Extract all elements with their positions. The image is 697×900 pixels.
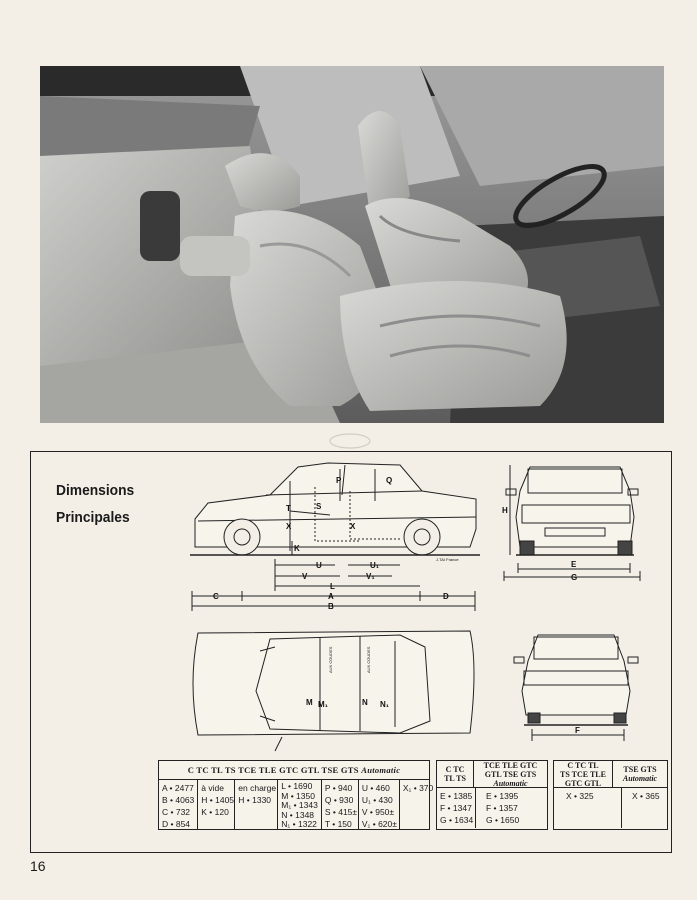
dim-label-h: H [502, 506, 508, 515]
table1-col-5: P • 940 Q • 930 S • 415± T • 150 [322, 780, 359, 830]
table1-header-models: C TC TL TS TCE TLE GTC GTL TSE GTS [187, 765, 359, 775]
dim-label-e: E [571, 560, 577, 569]
table1-cell: N₁ • 1322 [281, 819, 317, 829]
dim-label-d: D [443, 592, 449, 601]
dim-label-f: F [575, 726, 580, 735]
table1-cell: A • 2477 [162, 783, 194, 793]
table2-cell: F • 1357 [486, 803, 518, 813]
dim-label-n: N [362, 698, 368, 707]
dim-label-m1: M₁ [318, 700, 329, 709]
dim-label-t: T [286, 504, 291, 513]
table1-cell: H • 1330 [238, 795, 272, 805]
table2-cell: E • 1395 [486, 791, 519, 801]
dim-label-l: L [330, 582, 335, 591]
table2-header-1: C TC TL TS [437, 761, 474, 787]
table1-cell: X₁ • 370 [402, 783, 434, 793]
table3-cell: X • 325 [566, 791, 594, 801]
dim-label-v: V [302, 572, 308, 581]
table1-cell: Q • 930 [324, 795, 354, 805]
table1-col-6: U • 460 U₁ • 430 V • 950± V₁ • 620± [359, 780, 400, 830]
interior-photo [40, 66, 664, 423]
table1-cell: D • 854 [162, 819, 191, 829]
table2-cell: G • 1634 [440, 815, 474, 825]
section-title-line1: Dimensions [56, 482, 135, 499]
table1-header: C TC TL TS TCE TLE GTC GTL TSE GTS Autom… [159, 761, 429, 780]
table2-header-2: TCE TLE GTC GTL TSE GTS [483, 760, 538, 779]
seat-text-rear: AUX COUDES [366, 646, 371, 673]
table1-cell: B • 4063 [162, 795, 195, 805]
dim-label-n1: N₁ [380, 700, 390, 709]
table1-cell: K • 120 [201, 807, 229, 817]
side-view-car [190, 462, 480, 556]
dim-label-c: C [213, 592, 219, 601]
table1-cell: en charge [238, 783, 277, 793]
table1-cell: M • 1350 [281, 790, 315, 801]
table1-cell: C • 732 [162, 807, 191, 817]
table3-header-1: C TC TL TS TCE TLE GTC GTL [554, 761, 613, 788]
table1-cell: N • 1348 [281, 809, 315, 820]
technical-drawings: P Q S T X X K U U₁ V V₁ L C A D B J.TAI … [190, 462, 641, 752]
table1-cell: à vide [201, 783, 224, 793]
table1-col-4: L • 1690 M • 1350 M₁ • 1343 N • 1348 N₁ … [278, 780, 322, 830]
dim-label-u1: U₁ [370, 561, 380, 570]
table1-cell: M₁ • 1343 [281, 800, 318, 810]
page-number: 16 [30, 858, 46, 874]
table2-col-1: E • 1385 F • 1347 G • 1634 [437, 788, 476, 828]
table3-cell: X • 365 [632, 791, 660, 801]
table2-cell: E • 1385 [440, 791, 473, 801]
table1-col-7: X₁ • 370 [400, 780, 436, 830]
table3-col-1: X • 325 [554, 788, 622, 828]
interior-photo-illustration [40, 66, 664, 423]
top-view-car [192, 630, 475, 752]
dim-label-p: P [336, 476, 342, 485]
table1-col-3: en charge H • 1330 [235, 780, 279, 830]
dim-label-m: M [306, 698, 313, 707]
dim-label-x-second: X [350, 522, 356, 531]
table1-cell: T • 150 [324, 819, 352, 829]
dim-label-b: B [328, 602, 334, 611]
table1-header-automatic: Automatic [361, 765, 401, 775]
side-view-dimensions [191, 559, 476, 611]
table1-cell: P • 940 [324, 783, 353, 793]
dim-label-q: Q [386, 476, 392, 485]
dimensions-table-clearance: C TC TL TS TCE TLE GTC GTL TSE GTS Autom… [553, 760, 668, 830]
table1-cell: H • 1405 [201, 795, 235, 805]
dim-label-x: X [286, 522, 292, 531]
dim-label-u: U [316, 561, 322, 570]
table3-header-automatic: Automatic [622, 774, 658, 783]
table3-header-2: TSE GTS [623, 765, 657, 774]
dim-label-s: S [316, 502, 322, 511]
table1-cell: U₁ • 430 [361, 795, 393, 805]
table1-col-2: à vide H • 1405 K • 120 [198, 780, 236, 830]
table2-cell: G • 1650 [486, 815, 520, 825]
table1-col-1: A • 2477 B • 4063 C • 732 D • 854 [159, 780, 199, 830]
table1-cell: L • 1690 [281, 781, 313, 791]
dim-label-k: K [294, 544, 300, 553]
dim-label-g: G [571, 573, 577, 582]
table1-cell: S • 415± [324, 807, 358, 817]
table2-cell: F • 1347 [440, 803, 472, 813]
table1-cell: U • 460 [361, 783, 390, 793]
dim-label-a: A [328, 592, 334, 601]
section-title: Dimensions Principales [56, 477, 141, 531]
table1-cell: V • 950± [361, 807, 395, 817]
front-view-car [503, 465, 641, 581]
watermark-logo [329, 433, 371, 449]
dimensions-table-main: C TC TL TS TCE TLE GTC GTL TSE GTS Autom… [158, 760, 433, 830]
table1-cell: V₁ • 620± [361, 819, 397, 829]
side-caption: J.TAI France [436, 557, 459, 562]
rear-view-car [513, 634, 639, 741]
dim-label-v1: V₁ [366, 572, 375, 581]
table2-col-2: E • 1395 F • 1357 G • 1650 [476, 788, 547, 828]
dimensions-table-track: C TC TL TS TCE TLE GTC GTL TSE GTS Autom… [436, 760, 548, 830]
table3-col-2: X • 365 [622, 788, 667, 828]
section-title-line2: Principales [56, 509, 130, 526]
table2-header-automatic: Automatic [493, 778, 528, 788]
seat-text-front: AUX COUDES [328, 646, 333, 673]
